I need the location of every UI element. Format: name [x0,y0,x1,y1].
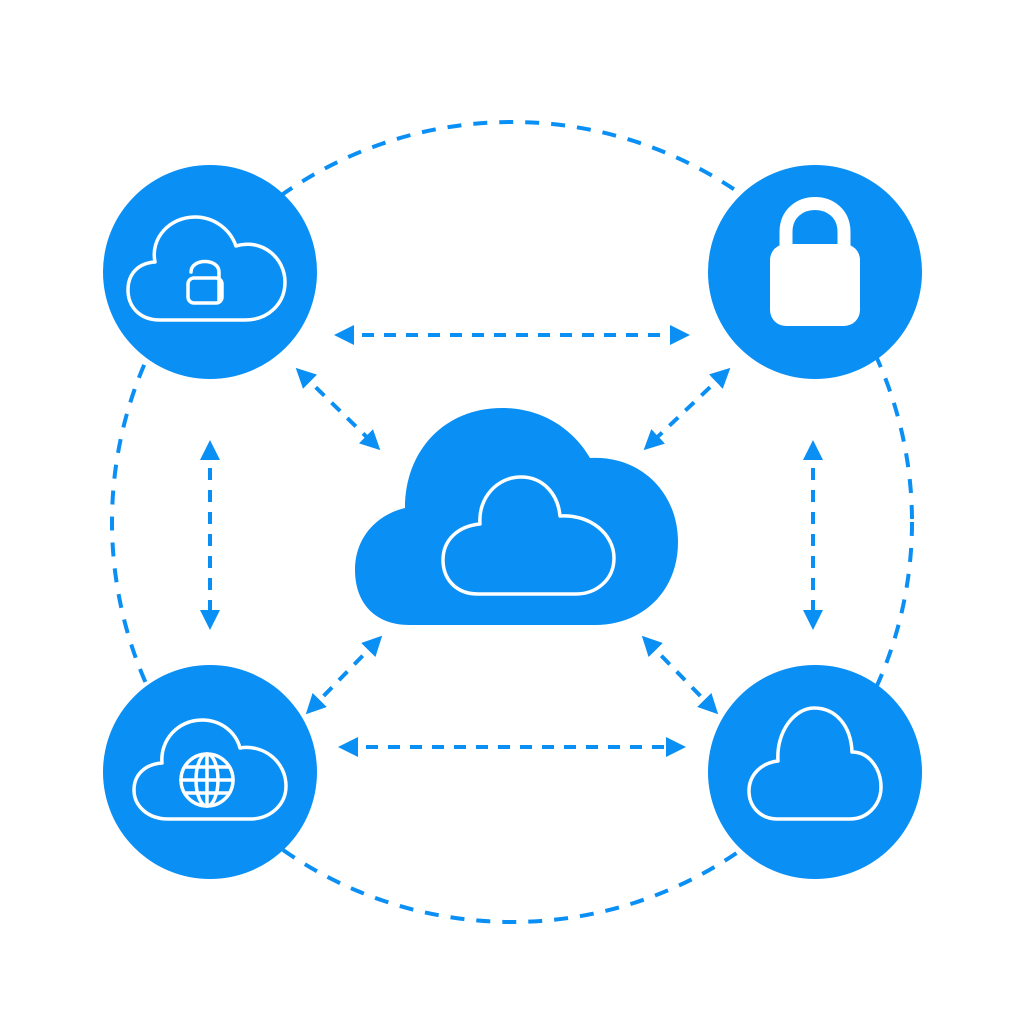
lock-node [708,165,922,379]
connector-diagonal-bottom-left [305,635,383,715]
connector-diagonal-top-right [643,367,731,451]
cloud-node [708,665,922,879]
cloud-lock-node [103,165,317,379]
globe-icon [179,752,235,808]
connector-diagonal-bottom-right [641,635,719,715]
cloud-lock-node-circle [103,165,317,379]
cloud-globe-node [103,665,317,879]
connector-diagonal-top-left [295,367,381,451]
connectors [200,325,823,757]
open-lock-icon [186,259,224,305]
cloud-node-circle [708,665,922,879]
cloud-icon [441,475,616,596]
central-cloud-node [355,408,678,625]
lock-icon [770,197,860,326]
cloud-outline-icon [126,215,287,322]
outer-dashed-ring [110,120,914,924]
central-cloud-shape [355,408,678,625]
cloud-icon [747,706,883,821]
cloud-outline-icon [132,718,288,821]
cloud-globe-node-circle [103,665,317,879]
